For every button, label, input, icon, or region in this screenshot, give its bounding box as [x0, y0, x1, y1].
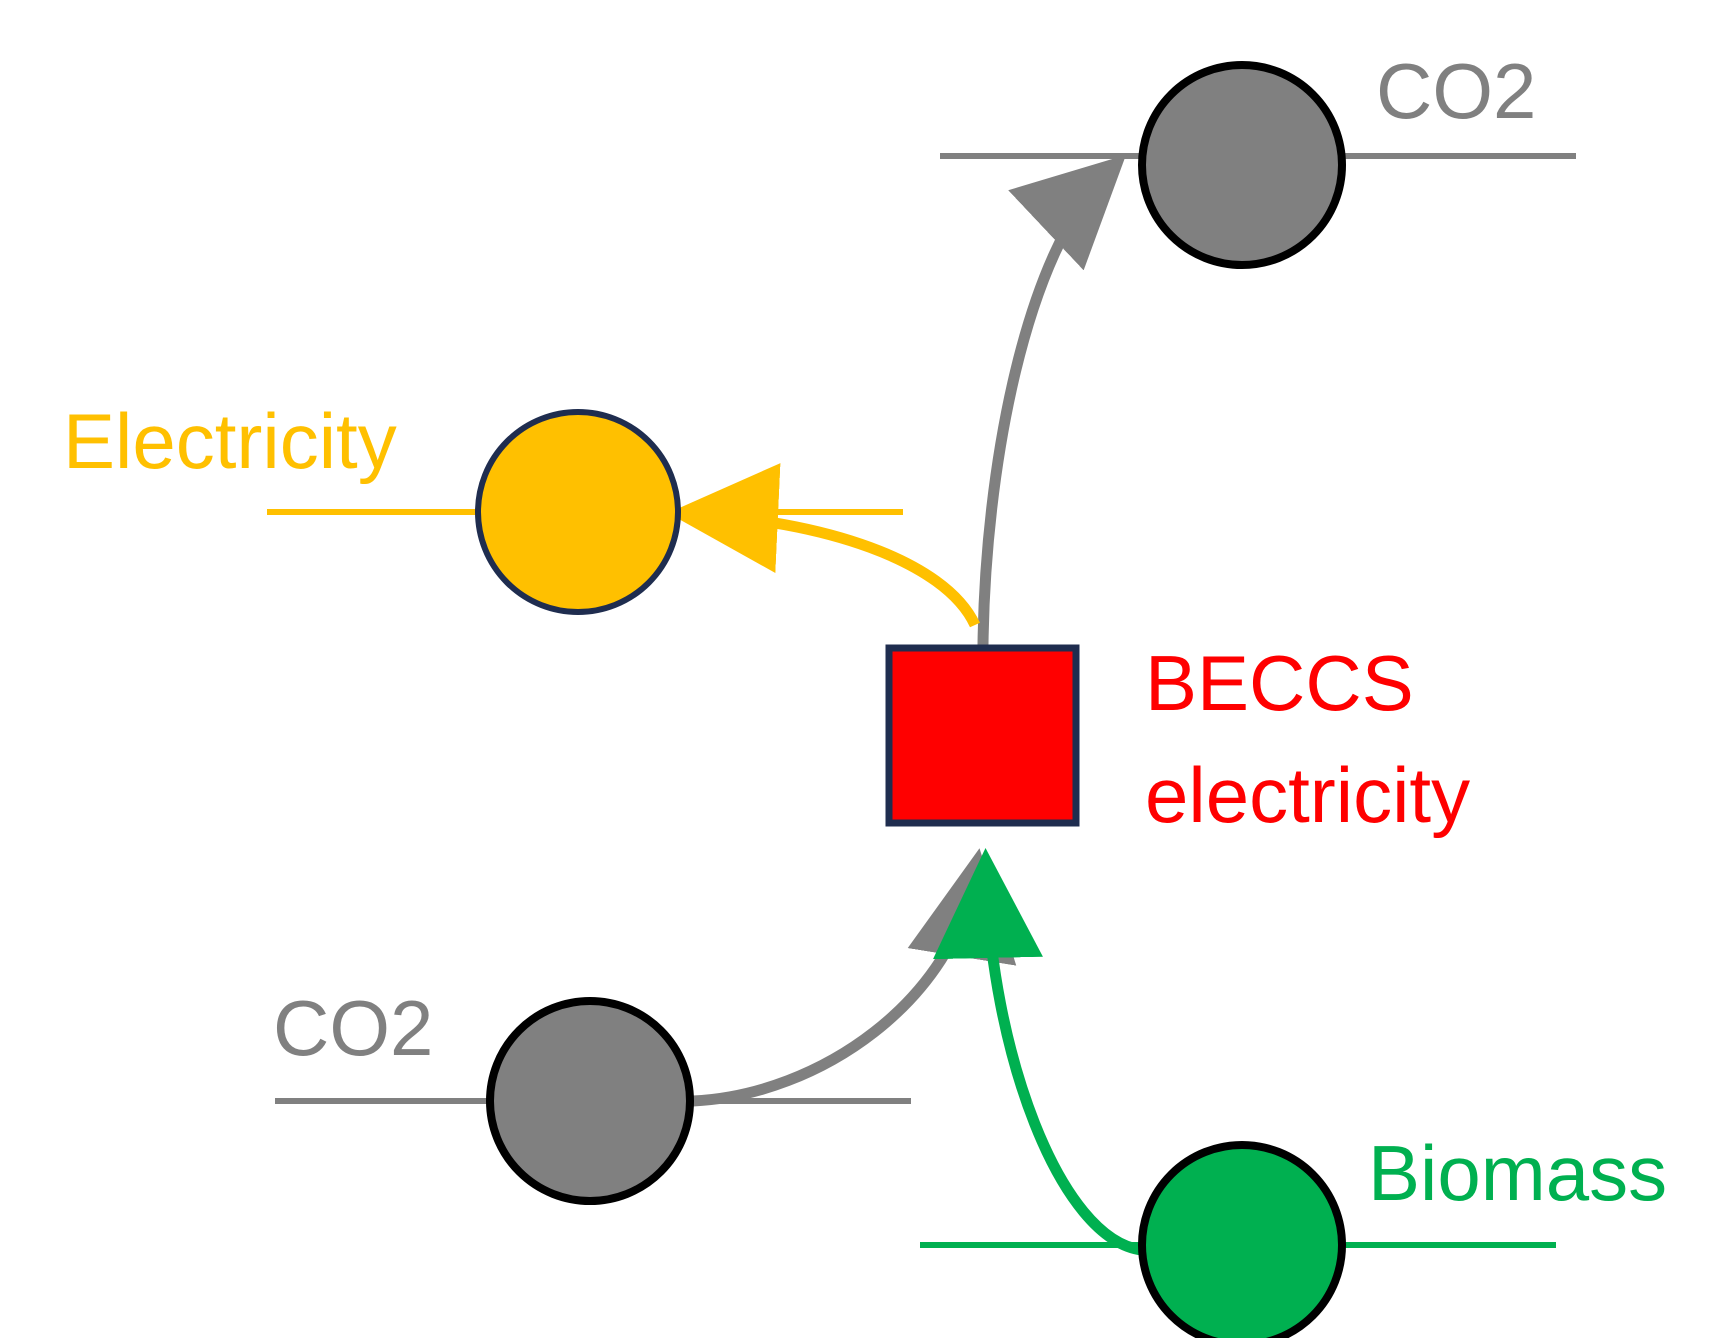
beccs-process-box: [885, 644, 1080, 827]
electricity-node: [475, 409, 681, 615]
co2-top-node: [1138, 61, 1346, 269]
flow-biomass-to-process: [933, 848, 1143, 1256]
electricity-label: Electricity: [63, 397, 397, 485]
flow-co2-bottom-to-process: [692, 848, 1017, 1107]
flow-process-to-co2-top: [977, 154, 1127, 646]
beccs-label-line1: BECCS: [1145, 639, 1414, 727]
co2-bottom-node: [486, 997, 694, 1205]
biomass-label: Biomass: [1368, 1129, 1667, 1217]
flow-process-to-electricity: [668, 463, 980, 628]
biomass-node: [1138, 1141, 1346, 1338]
co2-top-label: CO2: [1376, 47, 1536, 135]
co2-bottom-label: CO2: [273, 984, 433, 1072]
beccs-label-line2: electricity: [1145, 751, 1470, 839]
